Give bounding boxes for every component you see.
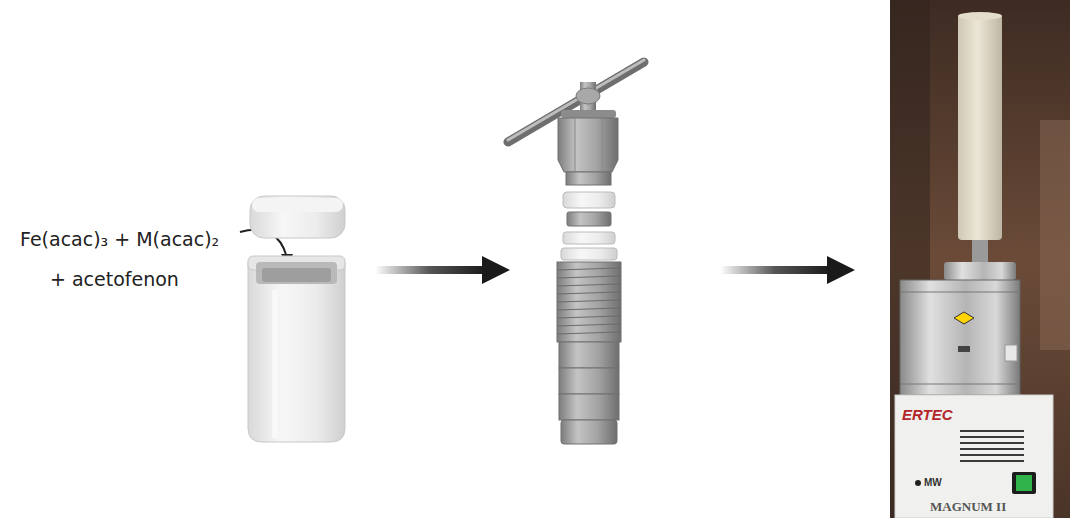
model-label: MAGNUM II <box>930 499 1006 515</box>
brand-label: ERTEC <box>902 406 953 424</box>
solvent-label: + acetofenon <box>50 268 179 291</box>
process-arrow <box>375 256 510 284</box>
microwave-reactor-photo <box>890 0 1070 518</box>
process-arrow <box>720 256 855 284</box>
indicator-label: MW <box>924 477 942 489</box>
ptfe-liner <box>248 196 345 442</box>
reagent-label: Fe(acac)₃ + M(acac)₂ <box>20 228 219 251</box>
autoclave-exploded <box>508 60 644 444</box>
